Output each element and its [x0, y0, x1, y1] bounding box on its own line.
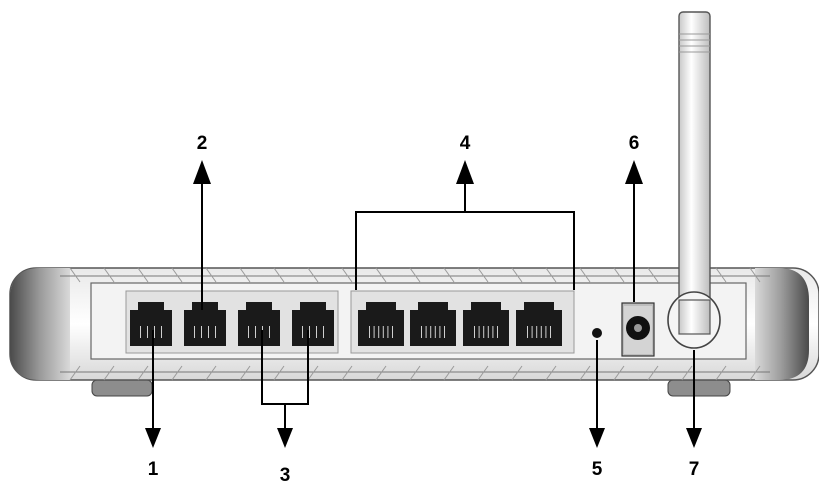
- vent-ridge: [409, 365, 421, 381]
- ethernet-port-3[interactable]: [463, 302, 509, 346]
- arrowhead-3: [277, 428, 293, 448]
- phone-jack-4[interactable]: [292, 302, 334, 346]
- vent-ridge: [307, 365, 319, 381]
- vent-ridge: [545, 365, 557, 381]
- antenna[interactable]: [667, 11, 721, 349]
- phone-jack-1[interactable]: [130, 302, 172, 346]
- vent-ridge: [749, 365, 761, 381]
- arrowhead-7: [686, 428, 702, 448]
- callout-5: 5: [592, 459, 603, 480]
- foot-right: [667, 379, 731, 397]
- callout-1: 1: [148, 459, 159, 480]
- vent-ridge: [103, 365, 115, 381]
- vent-ridge: [511, 365, 523, 381]
- vent-ridge: [715, 365, 727, 381]
- vent-ridge: [239, 267, 251, 283]
- vent-ridge: [375, 267, 387, 283]
- vent-ridge: [103, 267, 115, 283]
- callout-2: 2: [197, 133, 208, 154]
- vent-ridge: [409, 267, 421, 283]
- vent-ridge: [681, 365, 693, 381]
- vent-ridge: [171, 365, 183, 381]
- vent-ridge: [477, 267, 489, 283]
- callout-arrowheads: [145, 160, 702, 448]
- vent-ridge: [307, 267, 319, 283]
- vent-ridge: [443, 365, 455, 381]
- vent-ridge: [579, 365, 591, 381]
- vent-ridges-bottom: [69, 365, 761, 381]
- callout-3: 3: [280, 465, 291, 484]
- foot-left: [91, 379, 153, 397]
- vent-ridge: [613, 365, 625, 381]
- arrowhead-5: [589, 428, 605, 448]
- reset-button[interactable]: [592, 328, 602, 338]
- vent-ridge: [545, 267, 557, 283]
- ethernet-port-2[interactable]: [410, 302, 456, 346]
- arrowhead-1: [145, 428, 161, 448]
- vent-ridge: [511, 267, 523, 283]
- vent-ridge: [647, 365, 659, 381]
- vent-ridge: [239, 365, 251, 381]
- callout-7: 7: [689, 459, 700, 480]
- vent-ridge: [69, 267, 81, 283]
- vent-ridge: [579, 267, 591, 283]
- vent-ridge: [273, 365, 285, 381]
- vent-ridge: [273, 267, 285, 283]
- vent-ridge: [171, 267, 183, 283]
- vent-ridge: [69, 365, 81, 381]
- callout-6: 6: [629, 133, 640, 154]
- arrowhead-2: [193, 160, 211, 184]
- vent-ridge: [647, 267, 659, 283]
- vent-ridge: [205, 365, 217, 381]
- vent-ridge: [477, 365, 489, 381]
- callout-4: 4: [460, 133, 471, 154]
- ethernet-port-1[interactable]: [358, 302, 404, 346]
- phone-jack-2[interactable]: [184, 302, 226, 346]
- vent-ridge: [137, 267, 149, 283]
- arrowhead-6: [625, 160, 643, 184]
- power-jack[interactable]: [621, 302, 655, 357]
- phone-jacks: [130, 302, 334, 346]
- vent-ridge: [341, 365, 353, 381]
- vent-ridge: [375, 365, 387, 381]
- vent-ridge: [613, 267, 625, 283]
- vent-ridge: [715, 267, 727, 283]
- ethernet-ports: [358, 302, 562, 346]
- vent-ridge: [205, 267, 217, 283]
- arrowhead-4: [456, 160, 474, 184]
- callout-numbers: 1 2 3 4 5 6 7: [148, 133, 700, 484]
- ethernet-port-4[interactable]: [516, 302, 562, 346]
- vent-ridge: [749, 267, 761, 283]
- vent-ridge: [341, 267, 353, 283]
- callout-leaders: [152, 180, 695, 428]
- vent-ridge: [443, 267, 455, 283]
- vent-ridges-top: [69, 267, 761, 283]
- vent-ridge: [137, 365, 149, 381]
